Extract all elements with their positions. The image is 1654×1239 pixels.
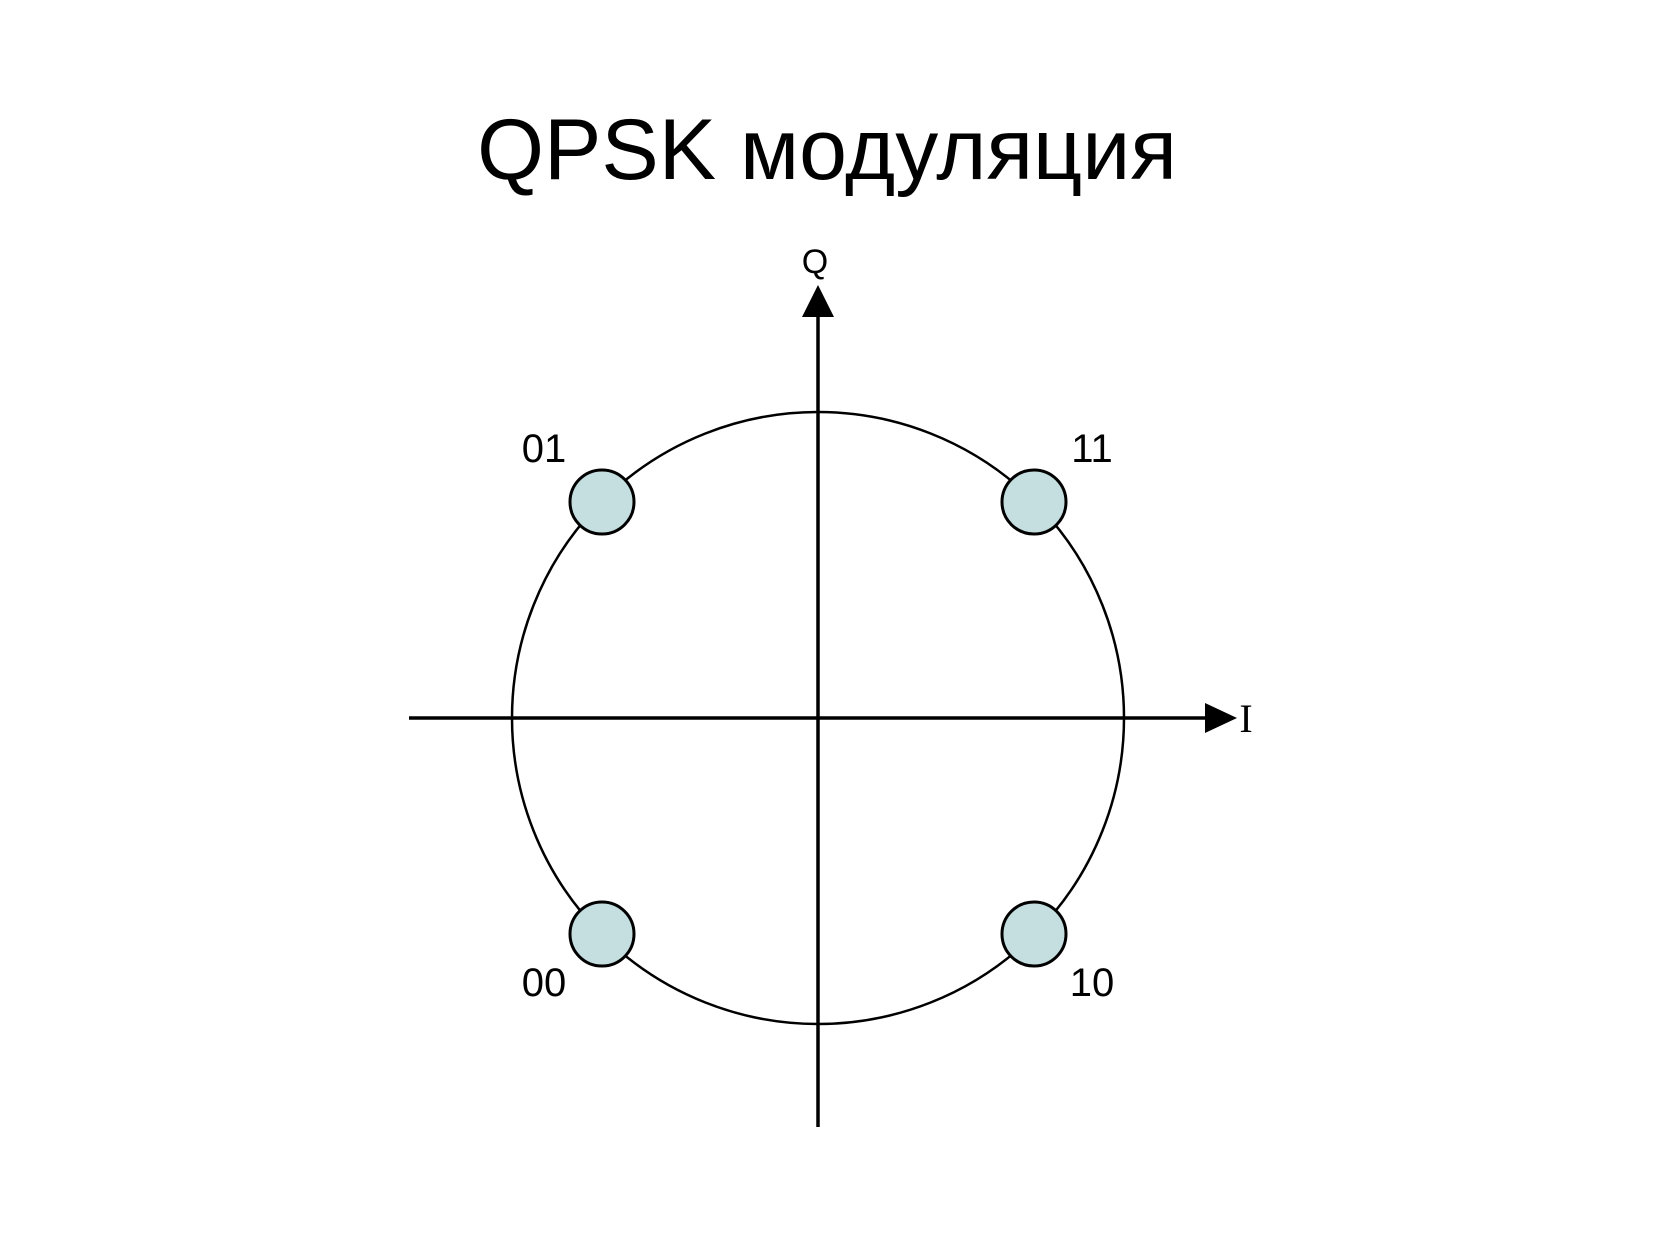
q-axis-arrowhead (802, 285, 834, 317)
point-label-00: 00 (522, 961, 567, 1005)
i-axis-arrowhead (1205, 703, 1237, 733)
i-axis-label: I (1239, 696, 1252, 741)
constellation-point-00 (568, 900, 636, 968)
constellation-point-11 (1000, 468, 1068, 536)
point-label-11: 11 (1071, 427, 1113, 471)
point-label-01: 01 (522, 427, 567, 471)
point-label-10: 10 (1070, 961, 1115, 1005)
constellation-points: 11 01 00 10 (522, 427, 1115, 1005)
constellation-point-01 (568, 468, 636, 536)
constellation-point-10 (1000, 900, 1068, 968)
q-axis-label: Q (802, 243, 828, 281)
page-title: QPSK модуляция (477, 102, 1177, 198)
